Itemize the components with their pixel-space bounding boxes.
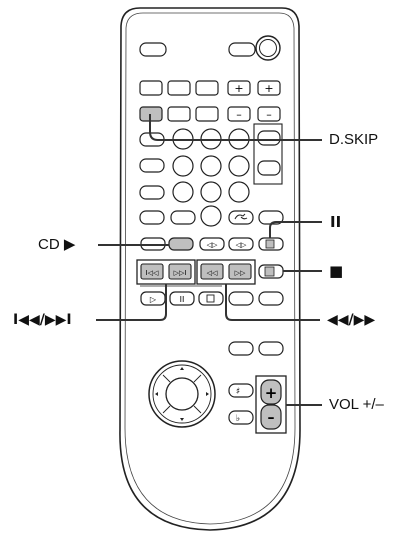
pad-divider-se (193, 405, 202, 414)
oval-button-b[interactable] (170, 210, 196, 225)
keypad-oval-2[interactable] (139, 158, 165, 173)
pad-divider-ne (193, 374, 202, 383)
skip-prev-button[interactable] (140, 263, 164, 280)
pad-divider-nw (162, 374, 171, 383)
rewind-glyph: ◁◁ (207, 269, 218, 277)
repeat-icon (234, 213, 248, 220)
skip-prev-glyph: I◁◁ (146, 269, 159, 277)
pad-divider-sw (162, 405, 171, 414)
number-key-6[interactable] (228, 155, 250, 177)
plus-glyph-right: + (264, 82, 273, 95)
volume-up-glyph: + (265, 384, 278, 402)
volume-label: VOL +/– (329, 396, 384, 413)
skip-label: I◀◀/▶▶I (13, 312, 72, 328)
stop-label: ■ (329, 262, 344, 280)
search-label: ◀◀/▶▶ (327, 312, 376, 328)
jog-knob-inner (259, 39, 277, 57)
tape-pause-glyph: II (180, 295, 185, 304)
function-button-1[interactable] (139, 80, 163, 96)
tape-fwd-button[interactable] (228, 237, 254, 251)
pad-left-icon (155, 392, 158, 396)
rewind-button[interactable] (200, 263, 224, 280)
skip-leader (96, 284, 167, 321)
tape-play-glyph: ▷ (150, 295, 157, 304)
keypad-oval-3[interactable] (139, 185, 165, 200)
oval-button-e[interactable] (258, 291, 284, 306)
open-button[interactable] (228, 42, 256, 57)
number-key-0[interactable] (200, 205, 222, 227)
skip-next-glyph: ▷▷I (174, 269, 187, 277)
sharp-button[interactable] (228, 383, 254, 398)
plus-button-left[interactable] (227, 80, 251, 96)
function-button-6[interactable] (195, 106, 219, 122)
plus-glyph-left: + (234, 82, 243, 95)
dskip-leader (149, 114, 322, 141)
minus-glyph-right: – (266, 108, 272, 121)
direction-pad-ring (152, 364, 212, 424)
skip-next-button[interactable] (168, 263, 192, 280)
fast-forward-glyph: ▷▷ (235, 269, 246, 277)
side-button-bottom[interactable] (257, 160, 281, 176)
flat-button[interactable] (228, 410, 254, 425)
power-button[interactable] (139, 42, 167, 57)
pause-label: II (330, 213, 342, 231)
minus-glyph-left: – (236, 108, 242, 121)
flat-glyph: ♭ (236, 414, 240, 424)
remote-inner-outline (124, 12, 296, 525)
function-button-3[interactable] (195, 80, 219, 96)
number-key-5[interactable] (200, 155, 222, 177)
plus-button-right[interactable] (257, 80, 281, 96)
cd-play-button[interactable] (168, 237, 194, 251)
pad-right-icon (206, 392, 209, 396)
minus-button-left[interactable] (227, 106, 251, 122)
number-key-8[interactable] (200, 181, 222, 203)
number-key-9[interactable] (228, 181, 250, 203)
tape-rev-glyph: ◁▷ (207, 241, 218, 249)
volume-down-glyph: – (268, 410, 275, 426)
minus-button-right[interactable] (257, 106, 281, 122)
dskip-label: D.SKIP (329, 131, 379, 148)
sharp-glyph: ♯ (236, 387, 240, 397)
keypad-side-bracket (253, 123, 283, 185)
function-button-5[interactable] (167, 106, 191, 122)
pad-down-icon (180, 418, 184, 421)
function-button-2[interactable] (167, 80, 191, 96)
volume-down-button[interactable] (260, 404, 282, 430)
oval-button-a[interactable] (139, 210, 165, 225)
oval-button-d[interactable] (228, 291, 254, 306)
stop-button-mark (264, 266, 275, 277)
pad-up-icon (180, 367, 184, 370)
tape-stop-mark (206, 294, 215, 303)
number-key-4[interactable] (172, 155, 194, 177)
tape-rev-button[interactable] (199, 237, 225, 251)
enter-button[interactable] (165, 377, 199, 411)
search-leader (225, 284, 320, 321)
pause-leader (269, 221, 322, 238)
oval-button-f[interactable] (228, 341, 254, 356)
number-key-7[interactable] (172, 181, 194, 203)
tape-pause-button[interactable] (169, 291, 195, 306)
volume-up-button[interactable] (260, 379, 282, 405)
cd-play-label: CD ▶ (38, 236, 76, 253)
oval-button-g[interactable] (258, 341, 284, 356)
fast-forward-button[interactable] (228, 263, 252, 280)
tape-fwd-glyph: ◁▷ (236, 241, 247, 249)
pause-button-mark (265, 239, 275, 249)
side-button-top[interactable] (257, 130, 281, 146)
